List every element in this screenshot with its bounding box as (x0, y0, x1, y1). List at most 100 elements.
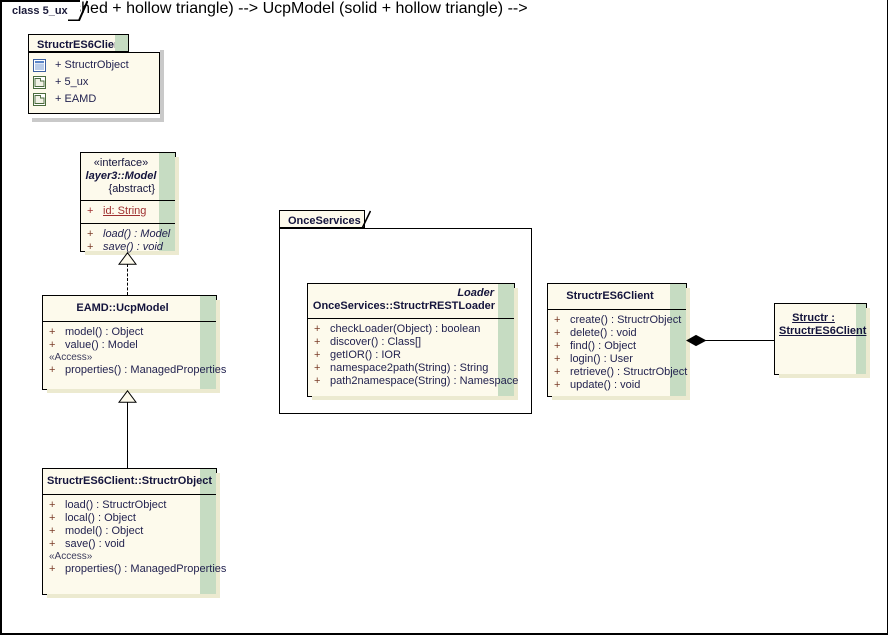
package-tab-diagonal-icon (355, 210, 371, 229)
attribute-visibility: + (87, 205, 94, 217)
operation-label: properties() : ManagedProperties (65, 364, 227, 376)
package-item-visibility: + (55, 59, 62, 71)
package-item-label: EAMD (64, 93, 97, 105)
operation-visibility: + (314, 349, 321, 361)
operation-row: +value() : Model (47, 339, 198, 352)
operations-compartment: + load() : StructrObject + local() : Objec… (43, 495, 226, 581)
attribute-label: id: String (103, 205, 147, 217)
class-name: OnceServices::StructrRESTLoader (312, 300, 496, 312)
operations-compartment: + checkLoader(Object) : boolean + discover… (308, 319, 518, 393)
frame-tab-diagonal-icon (68, 0, 88, 21)
object-name-line-2: StructrES6Client (779, 325, 867, 337)
operation-row: + save() : void (85, 241, 163, 254)
operation-row: + properties() : ManagedProperties (47, 364, 226, 377)
operation-row: +properties() : ManagedProperties (47, 563, 226, 576)
operation-visibility: + (314, 375, 321, 387)
operation-row: + discover() : Class[] (312, 336, 496, 349)
operation-visibility: + (49, 339, 56, 351)
generalization-arrowhead-icon (118, 389, 137, 403)
operation-label: discover() : Class[] (330, 336, 422, 348)
operation-label: login() : User (570, 353, 633, 365)
object-header-structr-instance: Structr : StructrES6Client (775, 304, 866, 342)
operation-label: local() : Object (65, 512, 136, 524)
package-onceservices-name: OnceServices (288, 215, 361, 227)
package-structres6client-body: + StructrObject + 5_ux (28, 52, 160, 114)
class-header-structrrestloader: Loader OnceServices::StructrRESTLoader (308, 284, 514, 319)
composition-connector-line[interactable] (704, 340, 775, 341)
operation-row: +find() : Object (552, 340, 668, 353)
operation-label: save() : void (103, 241, 163, 253)
operation-visibility: + (87, 228, 94, 240)
class-name: EAMD::UcpModel (76, 302, 169, 314)
operation-label: load() : StructrObject (65, 499, 167, 511)
class-box-structres6client-interface[interactable]: StructrES6Client + create() : StructrObje… (547, 283, 690, 400)
package-item-label: 5_ux (64, 76, 89, 88)
class-header-eamd-ucpmodel: EAMD::UcpModel (43, 296, 216, 322)
operation-row: + login() : User (552, 353, 668, 366)
realization-arrowhead-icon (118, 251, 137, 265)
package-structres6client[interactable]: StructrES6Client + StructrObject (28, 34, 164, 122)
object-accent-band (856, 304, 866, 374)
generalization-connector-line[interactable] (127, 402, 128, 468)
operation-label: checkLoader(Object) : boolean (330, 323, 481, 335)
operation-label: delete() : void (570, 327, 637, 339)
class-box-layer3-model[interactable]: «interface» layer3::Model {abstract} + id… (80, 152, 179, 255)
operation-visibility: + (554, 340, 561, 352)
operation-label: properties() : ManagedProperties (65, 563, 227, 575)
class-name: StructrES6Client::StructrObject (47, 475, 213, 487)
operations-compartment: + load() : Model + save() : void (81, 224, 175, 259)
operation-label: model() : Object (65, 326, 144, 338)
class-box-eamd-ucpmodel[interactable]: EAMD::UcpModel + model() : Object +value(… (42, 295, 226, 393)
operation-visibility: + (87, 241, 94, 253)
operation-visibility: + (554, 314, 561, 326)
operations-compartment: + model() : Object +value() : Model «Acce… (43, 322, 226, 382)
operation-label: path2namespace(String) : Namespace (330, 375, 519, 387)
class-stereotype: «interface» (93, 157, 149, 169)
class-name: layer3::Model (85, 170, 157, 182)
operation-visibility: + (49, 512, 56, 524)
operation-row: + load() : Model (85, 228, 170, 241)
package-structres6client-name: StructrES6Client (37, 39, 125, 51)
operation-label: model() : Object (65, 525, 144, 537)
class-icon (33, 59, 46, 72)
operation-label: load() : Model (103, 228, 171, 240)
class-header-layer3-model: «interface» layer3::Model {abstract} (81, 153, 175, 201)
operation-visibility: + (49, 538, 56, 550)
operation-label: create() : StructrObject (570, 314, 682, 326)
operation-visibility: + (49, 525, 56, 537)
package-structres6client-tab: StructrES6Client (28, 34, 129, 52)
package-onceservices-tab: OnceServices (279, 210, 365, 228)
realization-connector-line[interactable] (127, 264, 128, 295)
class-box-structrrestloader[interactable]: Loader OnceServices::StructrRESTLoader +… (307, 283, 518, 400)
composition-diamond-icon (685, 334, 707, 347)
operation-row: + delete() : void (552, 327, 668, 340)
operation-row: +update() : void (552, 379, 668, 392)
object-name-line-1: Structr : (792, 312, 835, 324)
class-name: StructrES6Client (566, 290, 654, 302)
operation-row: + getIOR() : IOR (312, 349, 496, 362)
class-loader-label: Loader (457, 287, 494, 299)
package-icon (33, 93, 46, 106)
package-item-5-ux[interactable]: + 5_ux (31, 74, 157, 91)
operation-visibility: + (49, 326, 56, 338)
operation-label: save() : void (65, 538, 125, 550)
operation-row: +namespace2path(String) : String (312, 362, 496, 375)
object-box-structr-instance[interactable]: Structr : StructrES6Client (774, 303, 870, 378)
package-item-eamd[interactable]: + EAMD (31, 91, 157, 108)
operation-visibility: + (314, 336, 321, 348)
attributes-compartment: + id: String (81, 201, 175, 224)
operation-row: + model() : Object (47, 525, 198, 538)
operation-visibility: + (49, 364, 56, 376)
operation-label: getIOR() : IOR (330, 349, 401, 361)
package-item-structrobject[interactable]: + StructrObject (31, 57, 157, 74)
operation-row: + model() : Object (47, 326, 198, 339)
package-item-visibility: + (55, 93, 62, 105)
access-section-label: «Access» (49, 551, 93, 562)
operation-visibility: + (554, 353, 561, 365)
operations-compartment: + create() : StructrObject + delete() : vo… (548, 310, 687, 397)
access-section-label: «Access» (49, 352, 93, 363)
operation-visibility: + (554, 327, 561, 339)
class-accent-band (670, 284, 686, 396)
class-accent-band (200, 469, 216, 594)
class-box-structres6client-structrobject[interactable]: StructrES6Client::StructrObject + load() … (42, 468, 226, 598)
